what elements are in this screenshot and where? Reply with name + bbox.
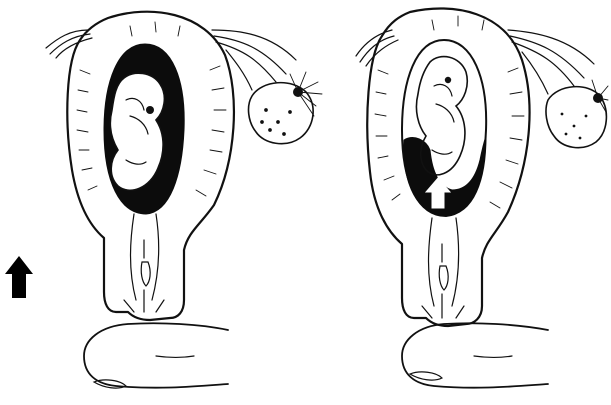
left-ovary xyxy=(249,83,314,144)
right-panel xyxy=(356,8,608,387)
left-fetus xyxy=(110,73,164,190)
left-arrow-up-icon xyxy=(5,256,33,298)
left-follicle-burst xyxy=(290,72,322,116)
left-examining-finger xyxy=(84,323,228,388)
left-panel xyxy=(46,12,322,388)
right-tube-right xyxy=(508,30,594,94)
left-tube-right xyxy=(212,30,296,90)
right-examining-finger xyxy=(402,323,548,387)
right-cervix xyxy=(422,218,464,318)
left-cervix xyxy=(124,214,164,312)
